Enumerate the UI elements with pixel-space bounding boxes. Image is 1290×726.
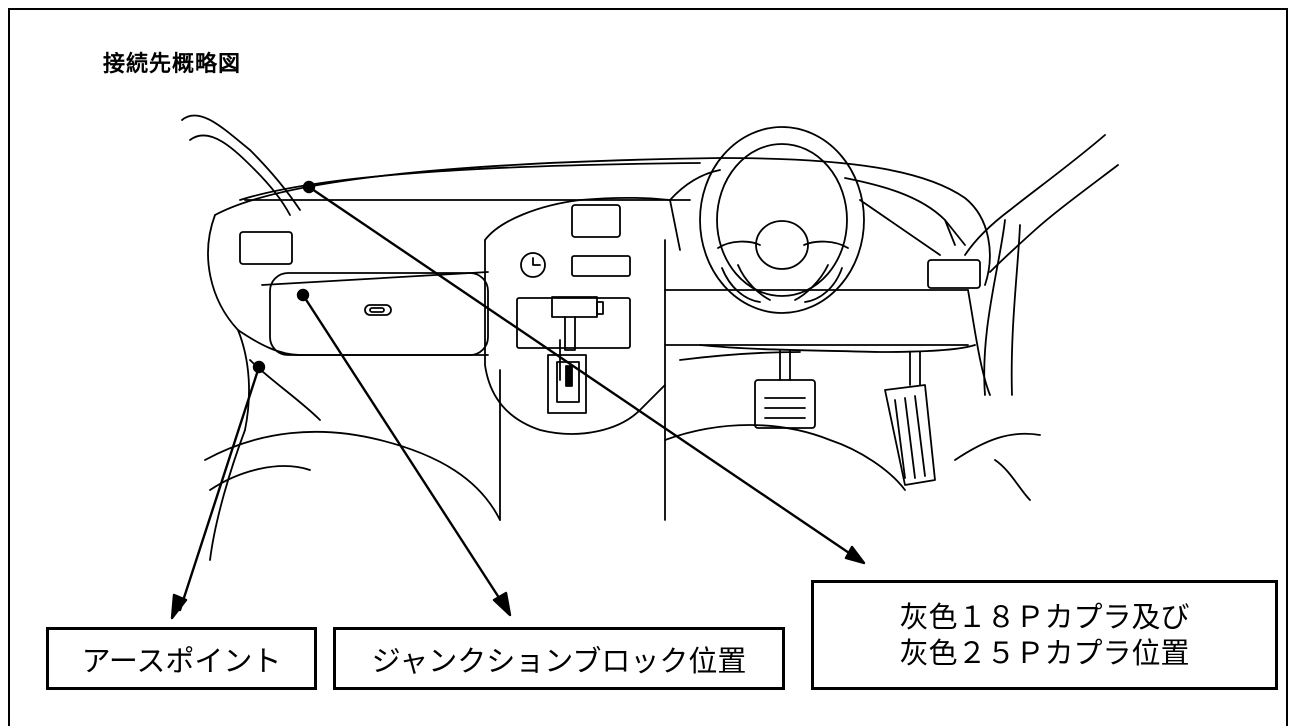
callout-earth-point [170, 360, 266, 620]
glovebox-latch [364, 304, 392, 316]
center-vent [571, 204, 621, 238]
junction-block-label: ジャンクションブロック位置 [333, 627, 785, 690]
center-console [484, 196, 671, 521]
earth-point-text: アースポイント [81, 643, 282, 678]
right-dashboard [664, 259, 991, 396]
page-title: 接続先概略図 [103, 52, 242, 77]
clock-icon [520, 252, 546, 278]
steering-wheel-icon [699, 126, 865, 314]
coupler-line-2: 灰色２５Ｐカプラ位置 [899, 636, 1190, 670]
floor-seats [204, 424, 1041, 561]
junction-block-text: ジャンクションブロック位置 [371, 643, 747, 678]
accelerator-pedal-icon [884, 351, 936, 486]
coupler-location-label: 灰色１８Ｐカプラ及び 灰色２５Ｐカプラ位置 [811, 580, 1278, 690]
coupler-line-1: 灰色１８Ｐカプラ及び [899, 599, 1190, 634]
radio-slot [571, 255, 631, 277]
dashboard-top [214, 157, 991, 286]
brake-pedal-icon [754, 349, 816, 429]
earth-point-label: アースポイント [46, 627, 317, 690]
shift-lever-icon [547, 354, 587, 414]
diagram-frame [8, 8, 1288, 726]
left-vent [239, 231, 293, 265]
instrument-cluster [669, 169, 966, 256]
right-vent [927, 259, 981, 289]
right-a-pillar [964, 134, 1119, 396]
callout-coupler [302, 180, 866, 565]
callout-junction-block [296, 288, 512, 617]
